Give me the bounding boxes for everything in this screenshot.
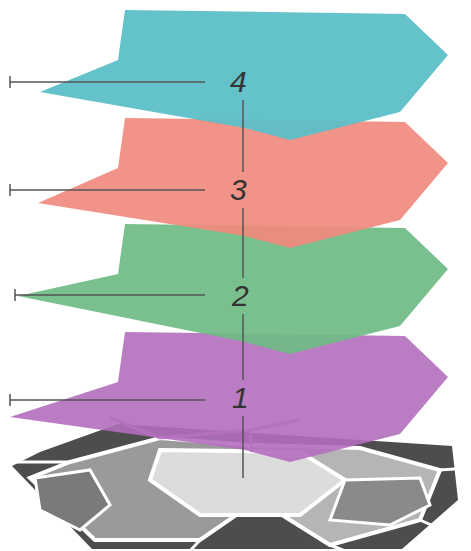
leader-lines (10, 76, 205, 406)
layer-4 (40, 10, 448, 140)
layer-2 (18, 224, 448, 354)
callout-number: 3 (230, 175, 247, 205)
callout-number: 2 (232, 281, 249, 311)
layer-1 (10, 332, 448, 462)
callout-number: 1 (232, 383, 249, 413)
callout-number: 4 (230, 67, 247, 97)
